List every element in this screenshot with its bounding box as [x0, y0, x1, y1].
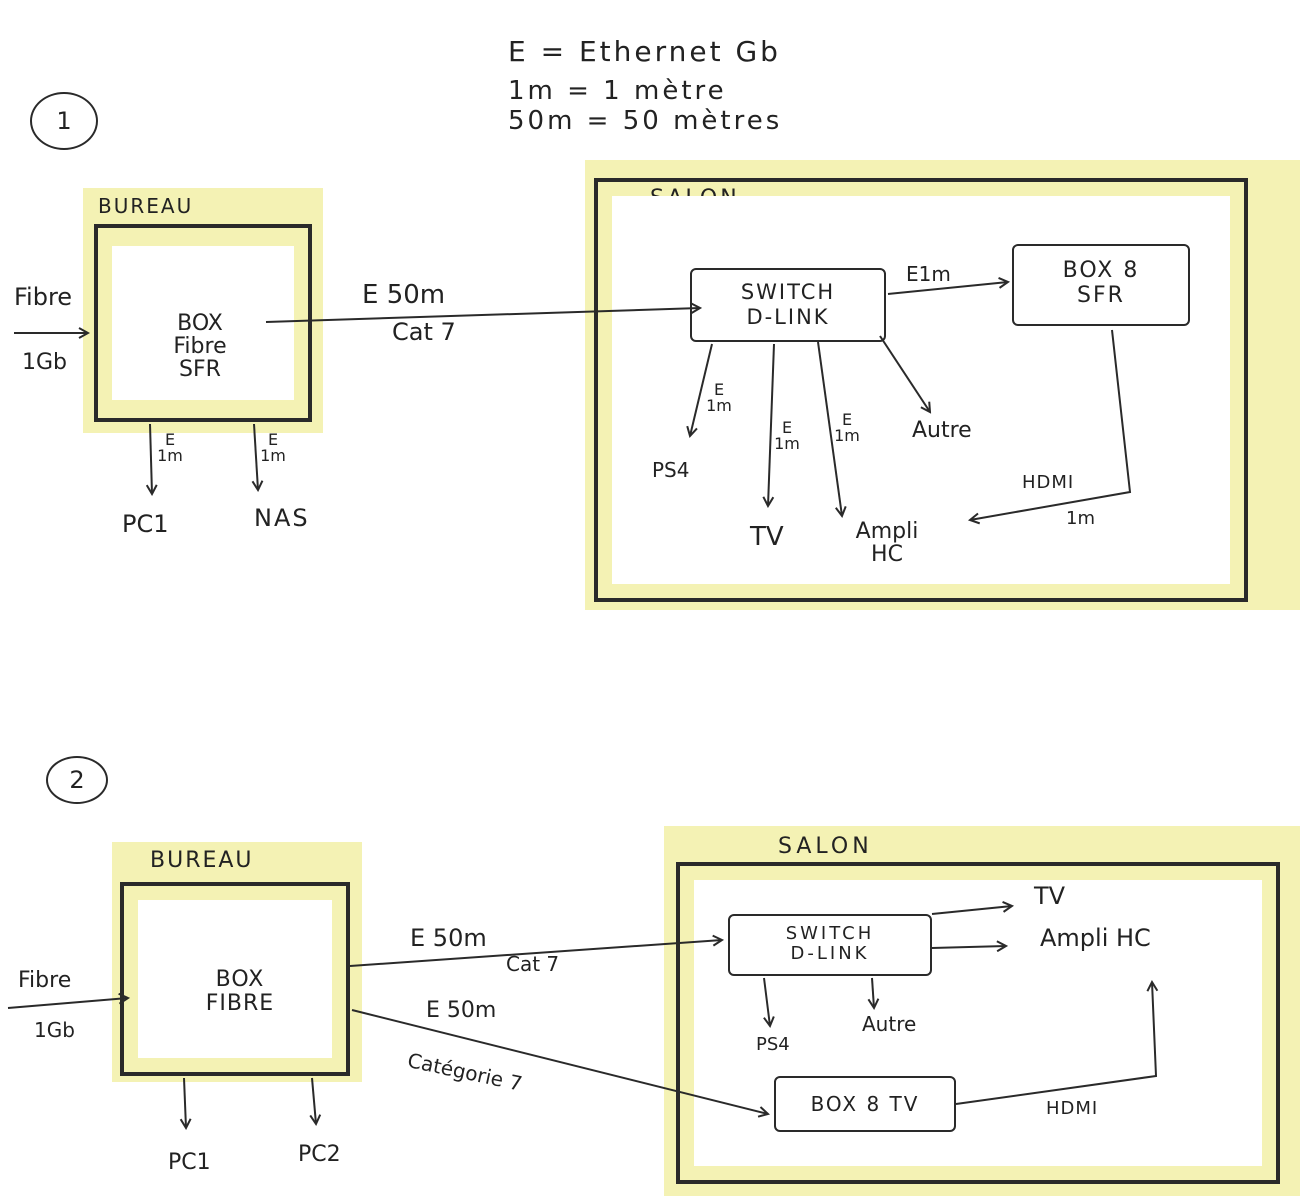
box8-1-box[interactable]: [1012, 244, 1190, 326]
ampli-2-label: Ampli HC: [1040, 924, 1151, 952]
legend-1m: 1m = 1 mètre: [508, 76, 727, 106]
bureau1-link-pc1: E 1m: [157, 430, 183, 465]
hdmi-2-label: HDMI: [1046, 1098, 1099, 1119]
pc1-arrow: [150, 423, 152, 494]
diagram2-number: 2: [46, 756, 108, 804]
bureau2-fibre-speed: 1Gb: [34, 1018, 75, 1042]
bureau2-frame: [120, 882, 350, 1076]
salon2-frame: [676, 862, 1280, 1184]
trunk2a-label: E 50m: [410, 924, 487, 952]
link-ps4-1: E 1m: [706, 380, 732, 415]
pc2-arrow: [312, 1077, 316, 1124]
fibre2-arrow: [7, 998, 128, 1009]
bureau1-fibre-speed: 1Gb: [22, 350, 68, 375]
box8-2-box[interactable]: [774, 1076, 956, 1132]
trunk2b-label: E 50m: [426, 998, 497, 1023]
salon1-inner: [612, 196, 1230, 584]
trunk1-line: [265, 308, 700, 323]
switch2-label: SWITCH D-LINK: [785, 923, 875, 964]
autre-1-arrow: [879, 335, 930, 412]
bureau1-title: BUREAU: [98, 194, 194, 218]
trunk1-label: E 50m: [362, 280, 446, 310]
ampli-2-arrow: [931, 946, 1006, 948]
ps4-2-arrow: [763, 977, 770, 1026]
bureau1-fibre-label: Fibre: [14, 283, 73, 311]
bureau1-link-nas: E 1m: [260, 430, 286, 465]
hdmi-1-len: 1m: [1066, 508, 1095, 529]
autre-2-label: Autre: [862, 1012, 917, 1036]
salon2-inner: [694, 880, 1262, 1166]
tv-1-label: TV: [750, 522, 784, 552]
nas-label: NAS: [254, 504, 310, 532]
tv-2-label: TV: [1034, 882, 1066, 910]
pc1-2-label: PC1: [168, 1150, 211, 1175]
bureau1-box-label: BOX Fibre SFR: [173, 311, 227, 383]
trunk2a-cat: Cat 7: [506, 952, 560, 976]
bureau2-title: BUREAU: [150, 848, 254, 873]
link-ampli-1: E 1m: [834, 410, 860, 445]
link-tv-1: E 1m: [774, 418, 800, 453]
tv-1-arrow: [768, 343, 775, 506]
bureau2-box-label: BOX FIBRE: [205, 967, 275, 1017]
pc1-label: PC1: [122, 510, 169, 538]
autre-1-label: Autre: [912, 418, 972, 443]
switch1-label: SWITCH D-LINK: [740, 280, 836, 330]
bureau2-inner: [138, 900, 332, 1058]
salon2-title: SALON: [778, 834, 873, 859]
legend-50m: 50m = 50 mètres: [508, 106, 783, 136]
tv-2-arrow: [931, 906, 1012, 915]
hdmi-1-label: HDMI: [1022, 472, 1075, 493]
bureau1-inner: [112, 246, 294, 400]
switch2-box[interactable]: [728, 914, 932, 976]
ps4-1-arrow: [690, 343, 713, 436]
nas-arrow: [254, 423, 258, 490]
pc1-2-arrow: [184, 1077, 186, 1128]
bureau2-fibre-label: Fibre: [18, 968, 72, 993]
trunk1-cat: Cat 7: [392, 318, 456, 346]
legend-ethernet: E = Ethernet Gb: [508, 35, 781, 68]
bureau1-frame: [94, 224, 312, 422]
trunk2a-line: [349, 940, 722, 967]
box8-2-label: BOX 8 TV: [810, 1092, 920, 1116]
ampli-1-arrow: [817, 341, 842, 516]
autre-2-arrow: [872, 977, 874, 1008]
diagram1-number: 1: [30, 92, 98, 150]
box8-1-label: BOX 8 SFR: [1062, 258, 1140, 309]
switch-box8-arrow: [887, 282, 1008, 295]
trunk2b-line: [351, 1009, 768, 1114]
ps4-2-label: PS4: [756, 1034, 790, 1055]
pc2-label: PC2: [298, 1142, 341, 1167]
hdmi-1-line: [970, 329, 1132, 520]
salon1-frame: [594, 178, 1248, 602]
ps4-1-label: PS4: [652, 458, 690, 482]
hdmi-2-line: [955, 982, 1156, 1105]
ampli-1-label: Ampli HC: [855, 519, 919, 568]
link-box8-1: E1m: [906, 262, 951, 286]
